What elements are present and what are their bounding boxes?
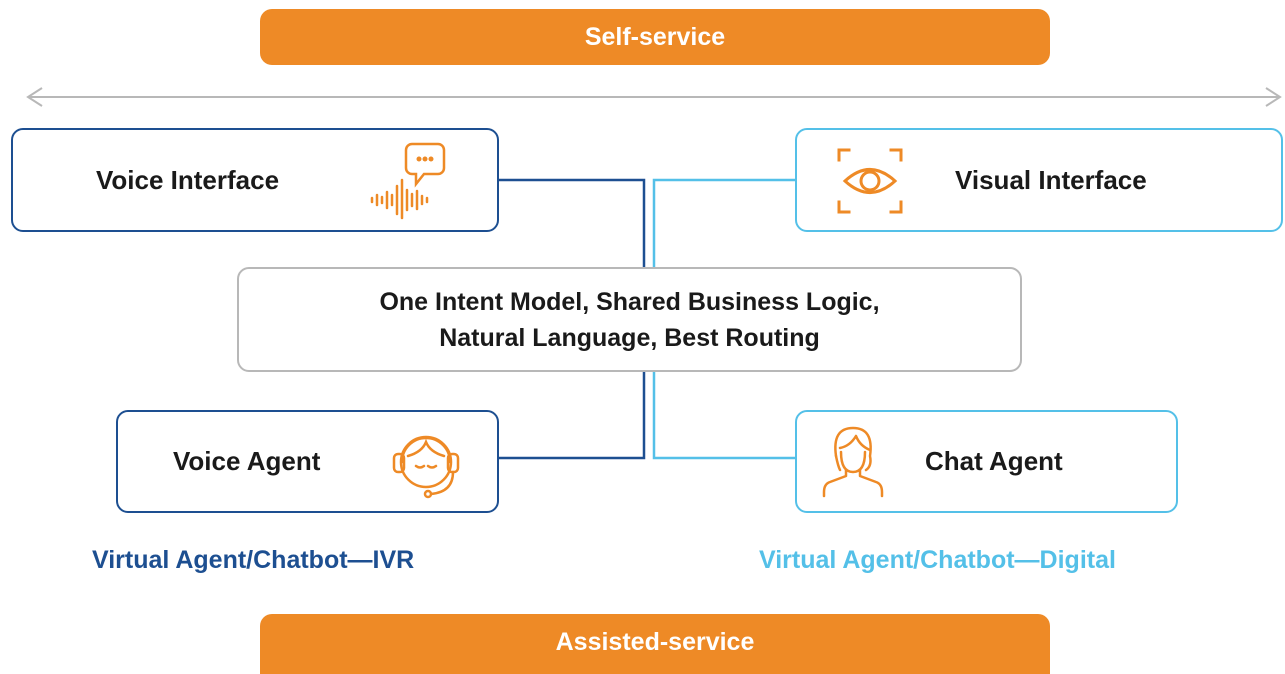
self-service-banner: Self-service	[260, 9, 1050, 65]
intent-model-box: One Intent Model, Shared Business Logic,…	[237, 267, 1022, 372]
digital-footer-label: Virtual Agent/Chatbot—Digital	[759, 546, 1116, 574]
intent-model-line2: Natural Language, Best Routing	[439, 323, 820, 352]
voice-agent-box: Voice Agent	[116, 410, 499, 513]
speech-waveform-icon	[370, 142, 446, 220]
voice-interface-label: Voice Interface	[96, 164, 280, 195]
assisted-service-banner: Assisted-service	[260, 614, 1050, 674]
person-icon	[822, 426, 884, 498]
intent-model-line1: One Intent Model, Shared Business Logic,	[379, 287, 880, 316]
chat-agent-label: Chat Agent	[925, 446, 1063, 476]
ivr-footer-label: Virtual Agent/Chatbot—IVR	[92, 546, 415, 574]
assisted-service-label: Assisted-service	[555, 627, 755, 656]
self-service-label: Self-service	[584, 22, 726, 51]
headset-agent-icon	[392, 435, 460, 499]
double-arrow	[26, 87, 1282, 107]
chat-agent-box: Chat Agent	[795, 410, 1178, 513]
visual-interface-label: Visual Interface	[955, 164, 1147, 195]
voice-agent-label: Voice Agent	[173, 446, 321, 476]
voice-interface-box: Voice Interface	[11, 128, 499, 232]
visual-interface-box: Visual Interface	[795, 128, 1283, 232]
eye-scan-icon	[837, 148, 903, 214]
